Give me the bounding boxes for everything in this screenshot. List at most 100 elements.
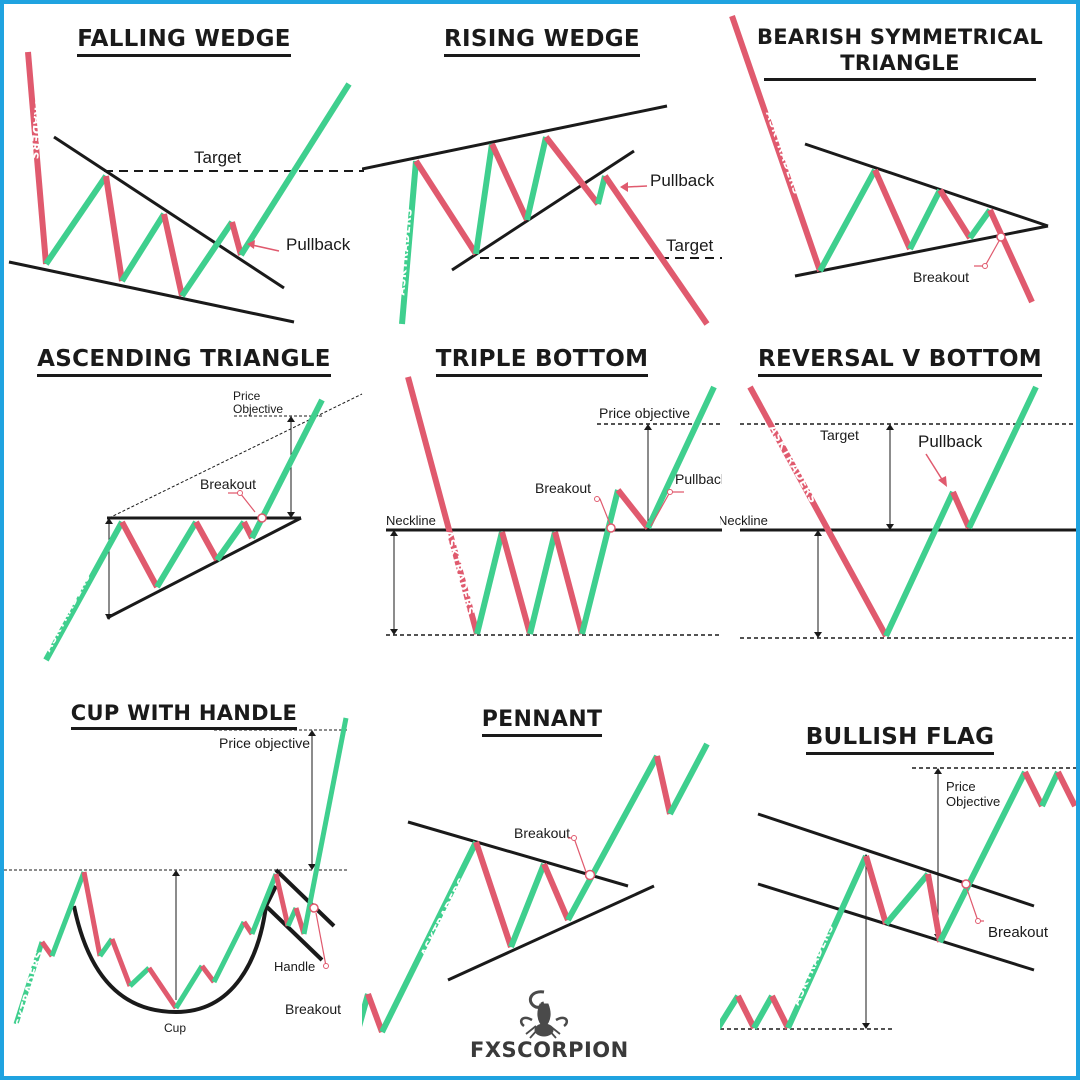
panel-title: FALLING WEDGE (4, 26, 364, 57)
target-label: Target (194, 148, 242, 167)
objective-arrow-bottom (308, 864, 316, 870)
target-arrow-bottom (886, 524, 894, 530)
brand-mark: ASKTRADERS (766, 423, 820, 506)
brand-mark: ASKTRADERS (789, 922, 836, 1007)
brand-mark: ASKTRADERS (418, 875, 469, 959)
cup-arrow-top (172, 870, 180, 876)
breakout-pointer (966, 888, 984, 922)
panel-bearish-symmetrical-triangle: BEARISH SYMMETRICAL TRIANGLE ASKTRADERS … (720, 4, 1076, 359)
panel-pennant: PENNANT ASKTRADERS Breakout (362, 694, 722, 1049)
flag-upper-line (757, 812, 1035, 908)
price-path (747, 385, 1039, 638)
breakout-pointer (596, 498, 611, 525)
handle-upper-line (274, 868, 336, 928)
panel-bullish-flag: BULLISH FLAG (720, 694, 1076, 1049)
price-objective-label: Price objective (219, 735, 310, 751)
upper-trendline (362, 104, 668, 171)
objective-arrow-top (644, 424, 652, 430)
price-path (405, 376, 717, 635)
panel-ascending-triangle: ASCENDING TRIANGLE ASKTRADERS Price (4, 342, 364, 697)
support-line (106, 516, 302, 620)
breakout-marker (309, 903, 319, 913)
pullback-label: Pullback (675, 471, 722, 487)
objective-label: Objective (946, 794, 1000, 809)
breakout-pointer (974, 240, 1000, 267)
lower-trendline (794, 224, 1049, 278)
panel-title: BULLISH FLAG (720, 724, 1076, 755)
panel-reversal-v-bottom: REVERSAL V BOTTOM ASKTRADERS Target Pull… (720, 342, 1076, 697)
logo-text: FXSCORPION (470, 1038, 629, 1062)
ascending-triangle-diagram: ASKTRADERS Price Objective Breakout (41, 389, 363, 662)
cup-with-handle-diagram: ASKTRADERS Price objective Handle Breako… (4, 717, 349, 1037)
measure-arrow-bottom (105, 614, 113, 620)
breakout-label: Breakout (285, 1001, 341, 1017)
projection-line (108, 393, 363, 519)
breakout-pointer-end (594, 496, 600, 502)
neckline-label: Neckline (720, 513, 768, 528)
measure-arrow-top (814, 530, 822, 536)
panel-title: RISING WEDGE (362, 26, 722, 57)
breakout-marker (584, 869, 596, 881)
breakout-label: Breakout (535, 480, 591, 496)
panel-triple-bottom: TRIPLE BOTTOM ASKTRADERS Price obj (362, 342, 722, 697)
price-path (720, 770, 1076, 1030)
scorpion-icon (520, 990, 568, 1039)
pullback-pointer (251, 244, 280, 252)
breakout-pointer-end (323, 963, 329, 969)
breakout-marker (606, 523, 616, 533)
measure-arrow-bottom (390, 629, 398, 635)
triple-bottom-diagram: ASKTRADERS Price objective Breakout Pull… (386, 376, 722, 636)
lower-trendline (451, 149, 635, 272)
brand-mark: ASKTRADERS (763, 109, 804, 196)
breakout-label: Breakout (988, 924, 1049, 941)
breakout-pointer (568, 837, 587, 873)
measure-arrow-top (105, 518, 113, 524)
breakout-marker (257, 513, 267, 523)
price-objective-label: Price objective (599, 405, 690, 421)
price-path (729, 15, 1035, 304)
reversal-v-bottom-diagram: ASKTRADERS Target Pullback Neckline (720, 385, 1076, 639)
upper-trendline (53, 135, 285, 290)
breakout-marker (961, 879, 971, 889)
panel-title: BEARISH SYMMETRICAL TRIANGLE (720, 24, 1076, 81)
pullback-pointer (925, 453, 944, 482)
panel-rising-wedge: RISING WEDGE ASKTRADERS Pullback Target (362, 4, 722, 359)
pullback-label: Pullback (918, 432, 983, 451)
upper-trendline (804, 142, 1049, 228)
measure-arrow-top (390, 530, 398, 536)
handle-connector (264, 885, 278, 907)
pennant-diagram: ASKTRADERS Breakout (362, 742, 710, 1034)
breakout-label: Breakout (200, 476, 256, 492)
brand-mark: ASKTRADERS (41, 571, 94, 654)
price-path (13, 717, 349, 1025)
brand-mark: ASKTRADERS (11, 949, 46, 1037)
pullback-pointer-end (667, 489, 673, 495)
breakout-pointer (228, 492, 256, 513)
flag-lower-line (757, 882, 1035, 972)
price-path (25, 51, 352, 298)
price-path (362, 742, 710, 1034)
objective-arrow-top (308, 730, 316, 736)
lower-trendline (447, 884, 655, 982)
rising-wedge-diagram: ASKTRADERS Pullback Target (362, 104, 722, 326)
handle-label: Handle (274, 959, 315, 974)
lower-trendline (8, 260, 295, 324)
pullback-arrowhead (620, 182, 628, 192)
bearish-symmetrical-triangle-diagram: ASKTRADERS Breakout (729, 15, 1049, 304)
measure-arrow-bottom (814, 632, 822, 638)
breakout-pointer-end (571, 835, 577, 841)
breakout-label: Breakout (913, 269, 969, 285)
pullback-arrowhead (938, 476, 947, 487)
breakout-pointer (315, 912, 327, 967)
pole-arrow-bottom (862, 1023, 870, 1029)
falling-wedge-diagram: ASKTRADERS Target Pullback (8, 51, 364, 324)
target-label: Target (820, 427, 859, 443)
objective-arrow-top (934, 768, 942, 774)
panel-title: PENNANT (362, 706, 722, 737)
pullback-label: Pullback (650, 171, 715, 190)
panel-title: TRIPLE BOTTOM (362, 346, 722, 377)
breakout-marker (996, 232, 1006, 242)
objective-label: Objective (233, 402, 283, 416)
price-label: Price (946, 779, 976, 794)
bullish-flag-diagram: ASKTRADERS Price Objective Breakout (720, 767, 1076, 1030)
